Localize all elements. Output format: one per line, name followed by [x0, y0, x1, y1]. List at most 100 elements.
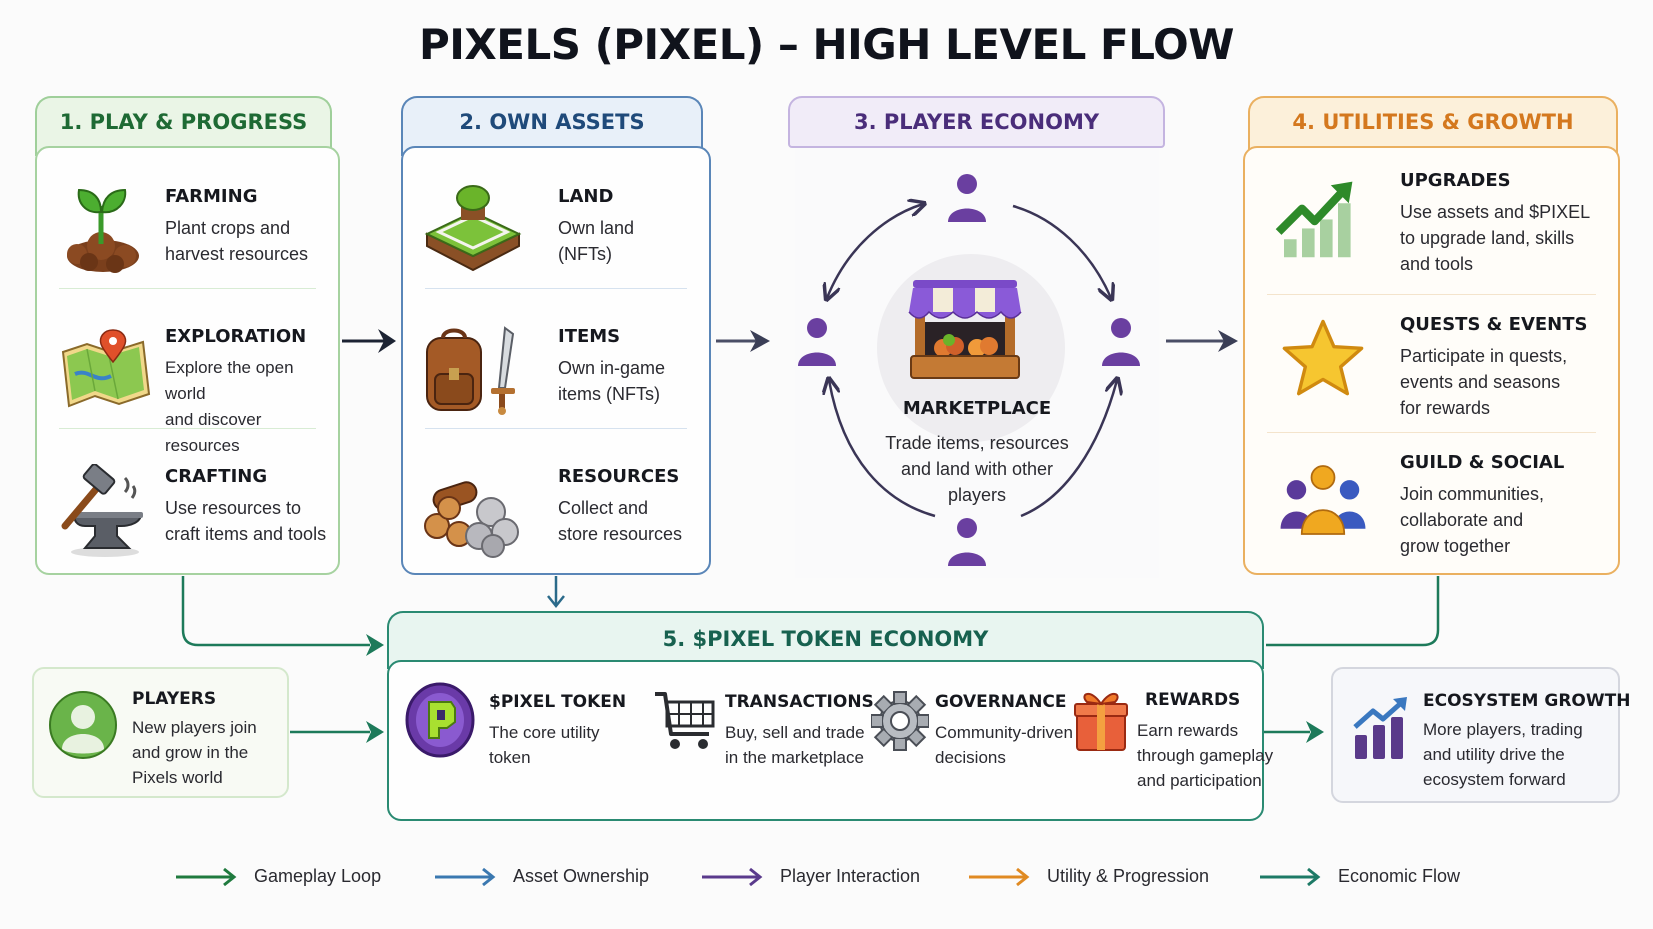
players-desc-line: Pixels world — [132, 768, 223, 787]
item-desc-line: items (NFTs) — [558, 384, 660, 404]
legend-arrow-icon — [176, 867, 237, 886]
legend-item-gameplay-loop: Gameplay Loop — [176, 866, 381, 887]
item-desc-line: Own land — [558, 218, 635, 238]
column-header-player-economy: 3. PLAYER ECONOMY — [788, 96, 1165, 148]
econ-rewards-text: REWARDS Earn rewards through gameplay an… — [1137, 690, 1273, 793]
item-resources[interactable]: RESOURCES Collect and store resources — [403, 440, 709, 578]
market-stall-icon — [908, 280, 1022, 379]
item-items-text: ITEMS Own in-game items (NFTs) — [558, 326, 703, 407]
item-title: GUILD & SOCIAL — [1400, 452, 1565, 473]
page-title: PIXELS (PIXEL) – HIGH LEVEL FLOW — [418, 20, 1235, 69]
item-desc-line: Participate in quests, — [1400, 346, 1568, 366]
item-quests-events[interactable]: QUESTS & EVENTS Participate in quests, e… — [1245, 292, 1618, 430]
legend-arrow-icon — [1260, 867, 1321, 886]
item-desc-line: store resources — [558, 524, 683, 544]
legend-arrow-icon — [702, 867, 763, 886]
ecosystem-desc-line: and utility drive the — [1423, 745, 1565, 764]
legend-label: Asset Ownership — [513, 866, 650, 886]
user-avatar-icon — [49, 691, 117, 759]
item-desc-line: and tools — [1400, 254, 1474, 274]
divider — [1267, 432, 1596, 433]
item-crafting[interactable]: CRAFTING Use resources to craft items an… — [37, 440, 338, 578]
logs-stones-icon — [424, 481, 519, 558]
legend-label: Gameplay Loop — [254, 866, 382, 886]
item-desc-line: Plant crops and — [165, 218, 291, 238]
item-quests-events-text: QUESTS & EVENTS Participate in quests, e… — [1400, 314, 1612, 421]
arrow-assets-to-economy — [716, 330, 770, 352]
item-guild-social[interactable]: GUILD & SOCIAL Join communities, collabo… — [1245, 430, 1618, 568]
gear-icon — [871, 691, 929, 751]
players-text: PLAYERS New players join and grow in the… — [132, 689, 257, 790]
econ-governance[interactable]: GOVERNANCE Community-driven decisions — [871, 662, 1073, 812]
econ-title: TRANSACTIONS — [725, 692, 874, 712]
item-desc-line: for rewards — [1400, 398, 1491, 418]
marketplace-desc: Trade items, resources and land with oth… — [795, 430, 1159, 508]
column-utilities-growth: UPGRADES Use assets and $PIXEL to upgrad… — [1243, 146, 1620, 575]
legend-item-player-interaction: Player Interaction — [702, 866, 920, 887]
item-farming-text: FARMING Plant crops and harvest resource… — [165, 186, 332, 267]
item-desc-line: Own in-game — [558, 358, 666, 378]
backpack-sword-icon — [426, 326, 515, 415]
item-title: RESOURCES — [558, 466, 680, 487]
item-desc-line: harvest resources — [165, 244, 309, 264]
legend-label: Economic Flow — [1338, 866, 1461, 886]
item-desc-line: Explore the open world — [165, 358, 294, 403]
divider — [59, 288, 316, 289]
item-land-text: LAND Own land (NFTs) — [558, 186, 703, 267]
econ-desc-line: and participation — [1137, 771, 1262, 790]
legend-item-asset-ownership: Asset Ownership — [435, 866, 649, 887]
item-farming[interactable]: FARMING Plant crops and harvest resource… — [37, 160, 338, 298]
item-desc-line: collaborate and — [1400, 510, 1524, 530]
legend-arrow-icon — [969, 867, 1030, 886]
item-land[interactable]: LAND Own land (NFTs) — [403, 160, 709, 298]
star-icon — [1282, 319, 1364, 396]
legend: Gameplay Loop Asset Ownership Player Int… — [0, 866, 1653, 896]
players-desc-line: New players join — [132, 718, 257, 737]
item-exploration-text: EXPLORATION Explore the open world and d… — [165, 326, 332, 459]
land-plot-icon — [424, 185, 522, 272]
legend-item-utility-progression: Utility & Progression — [969, 866, 1209, 887]
marketplace-desc-line: Trade items, resources — [885, 433, 1069, 453]
player-icon-left — [798, 318, 836, 366]
divider — [1267, 294, 1596, 295]
ecosystem-growth-box[interactable]: ECOSYSTEM GROWTH More players, trading a… — [1331, 667, 1630, 803]
hammer-anvil-icon — [61, 464, 143, 557]
item-upgrades[interactable]: UPGRADES Use assets and $PIXEL to upgrad… — [1245, 148, 1618, 286]
item-title: ITEMS — [558, 326, 621, 347]
player-icon-right — [1102, 318, 1140, 366]
item-items[interactable]: ITEMS Own in-game items (NFTs) — [403, 300, 709, 438]
marketplace-title: MARKETPLACE — [902, 398, 1052, 419]
item-desc-line: Join communities, — [1400, 484, 1545, 504]
item-desc-line: (NFTs) — [558, 244, 612, 264]
econ-title: GOVERNANCE — [935, 692, 1067, 712]
econ-governance-text: GOVERNANCE Community-driven decisions — [935, 692, 1073, 770]
econ-title: REWARDS — [1145, 690, 1241, 710]
ecosystem-desc-line: More players, trading — [1423, 720, 1583, 739]
ecosystem-desc-line: ecosystem forward — [1423, 770, 1566, 789]
divider — [425, 428, 687, 429]
item-desc-line: Use resources to — [165, 498, 302, 518]
econ-desc-line: The core utility — [489, 723, 600, 742]
legend-label: Utility & Progression — [1047, 866, 1210, 886]
item-desc-line: events and seasons — [1400, 372, 1561, 392]
players-desc-line: and grow in the — [132, 743, 249, 762]
economy-panel: $PIXEL TOKEN The core utility token TRAN… — [387, 660, 1273, 821]
players-box[interactable]: PLAYERS New players join and grow in the… — [32, 667, 289, 798]
econ-transactions[interactable]: TRANSACTIONS Buy, sell and trade in the … — [653, 662, 874, 812]
item-title: CRAFTING — [165, 466, 268, 487]
item-desc-line: craft items and tools — [165, 524, 327, 544]
divider — [59, 428, 316, 429]
ecosystem-title: ECOSYSTEM GROWTH — [1423, 691, 1631, 711]
player-icon-bottom — [948, 518, 986, 566]
item-title: QUESTS & EVENTS — [1400, 314, 1588, 335]
econ-desc-line: Buy, sell and trade — [725, 723, 865, 742]
map-pin-icon — [61, 329, 151, 408]
cart-icon — [655, 692, 715, 749]
item-resources-text: RESOURCES Collect and store resources — [558, 466, 703, 547]
econ-desc-line: decisions — [935, 748, 1006, 767]
econ-pixel-token[interactable]: $PIXEL TOKEN The core utility token — [405, 662, 635, 812]
item-title: EXPLORATION — [165, 326, 307, 347]
econ-rewards[interactable]: REWARDS Earn rewards through gameplay an… — [1073, 662, 1273, 812]
item-title: FARMING — [165, 186, 258, 207]
item-exploration[interactable]: EXPLORATION Explore the open world and d… — [37, 300, 338, 455]
